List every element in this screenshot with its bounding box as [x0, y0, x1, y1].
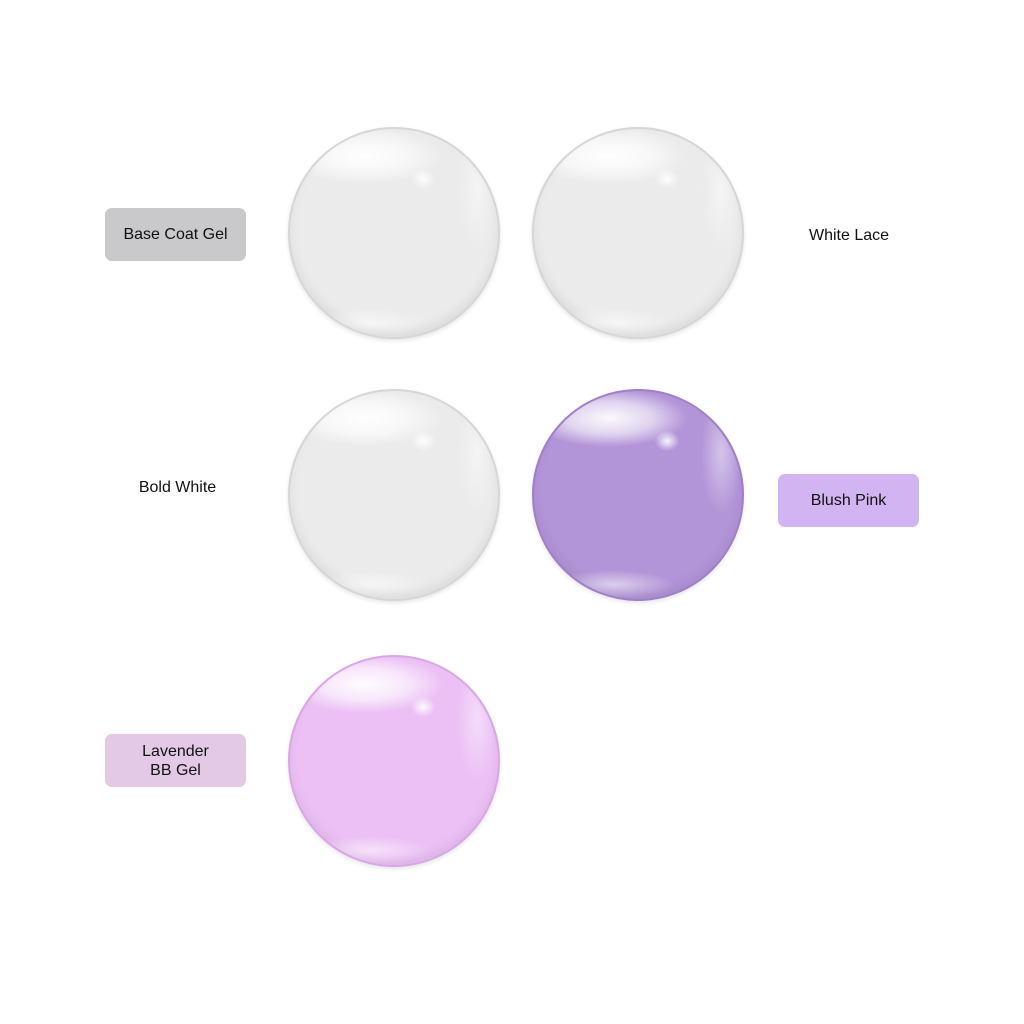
gloss-highlight [534, 391, 742, 599]
label-base-coat-gel: Base Coat Gel [105, 208, 246, 261]
gloss-highlight [290, 391, 498, 599]
label-white-lace: White Lace [808, 226, 890, 244]
swatch-lavender-bb-gel[interactable] [288, 655, 500, 867]
label-lavender-bb-gel: Lavender BB Gel [105, 734, 246, 787]
gloss-highlight [534, 129, 742, 337]
gloss-highlight [290, 657, 498, 865]
swatch-bold-white[interactable] [288, 389, 500, 601]
gloss-highlight [290, 129, 498, 337]
swatch-white-lace[interactable] [532, 127, 744, 339]
swatch-base-coat-gel[interactable] [288, 127, 500, 339]
label-blush-pink: Blush Pink [778, 474, 919, 527]
label-bold-white: Bold White [138, 478, 217, 496]
swatch-blush-pink[interactable] [532, 389, 744, 601]
